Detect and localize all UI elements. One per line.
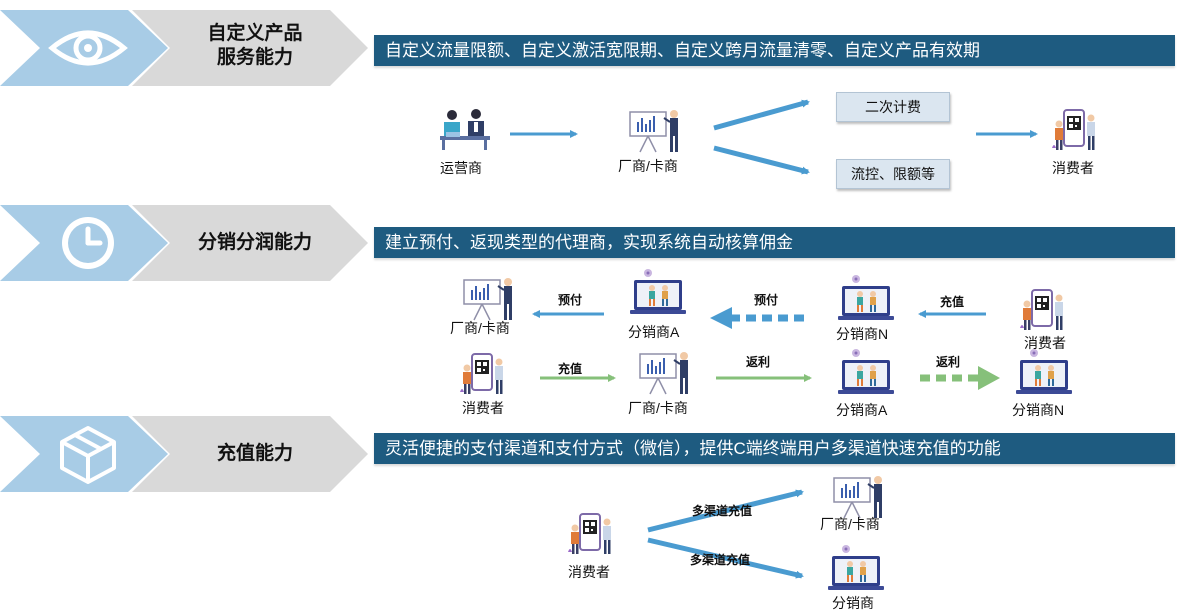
arrow-vendor-to-secondary-billing [713, 99, 810, 131]
eye-icon [48, 30, 128, 66]
distributor-icon [628, 268, 688, 320]
section-title: 自定义产品 服务能力 [170, 22, 340, 70]
node-label-consumer: 消费者 [568, 564, 610, 580]
edge-label-recharge: 充值 [558, 362, 583, 376]
edge-label-rebate: 返利 [936, 355, 961, 369]
node-label-consumer: 消费者 [462, 400, 504, 416]
distributor-icon [836, 348, 896, 400]
chevron-arrow [0, 205, 368, 281]
node-label-consumer: 消费者 [1052, 160, 1094, 176]
consumer-icon [458, 348, 508, 398]
node-label-distributor: 分销商 [832, 595, 874, 611]
node-label-consumer: 消费者 [1024, 335, 1066, 351]
distributor-icon [826, 544, 886, 596]
arrow-vendor-to-flow-control [713, 145, 810, 175]
node-label-vendor: 厂商/卡商 [450, 320, 510, 336]
consumer-icon [1018, 284, 1068, 334]
cube-icon [60, 426, 116, 484]
node-label-distributor-a: 分销商A [628, 324, 680, 340]
section-banner: 灵活便捷的支付渠道和支付方式（微信），提供C端终端用户多渠道快速充值的功能 [374, 433, 1175, 464]
section-title: 分销分润能力 [197, 232, 312, 253]
edge-label-recharge: 充值 [940, 295, 965, 309]
vendor-icon [624, 106, 684, 156]
node-label-distributor-n: 分销商N [1012, 402, 1065, 418]
arrow-rebate-dashed-head [978, 366, 1000, 390]
node-label-distributor-n: 分销商N [836, 326, 889, 342]
section-title: 充值能力 [216, 443, 293, 464]
node-label-vendor: 厂商/卡商 [820, 516, 880, 532]
node-label-vendor: 厂商/卡商 [618, 158, 678, 174]
chevron-arrow [0, 10, 368, 86]
vendor-icon [634, 348, 694, 398]
section-banner: 自定义流量限额、自定义激活宽限期、自定义跨月流量清零、自定义产品有效期 [374, 35, 1175, 66]
clock-icon [62, 217, 114, 269]
arrow-consumer-to-vendor [647, 489, 804, 533]
edge-label-prepay: 预付 [754, 293, 779, 307]
section-title-line2: 服务能力 [216, 47, 293, 68]
node-label-vendor: 厂商/卡商 [628, 400, 688, 416]
distributor-icon [1014, 348, 1074, 400]
chevron-arrow [0, 416, 368, 492]
arrow-prepay-dashed-head [710, 307, 732, 329]
consumer-icon [566, 508, 616, 558]
section-header-recharge: 充值能力 [0, 416, 372, 492]
box-flow-control: 流控、限额等 [836, 159, 950, 189]
edge-label-multi-channel-recharge: 多渠道充值 [692, 504, 753, 518]
section-header-custom-product: 自定义产品 服务能力 [0, 10, 372, 86]
node-label-operator: 运营商 [440, 160, 482, 176]
arrow-consumer-to-distributor [647, 537, 804, 579]
consumer-icon [1050, 104, 1100, 154]
section-header-distribution: 分销分润能力 [0, 205, 372, 281]
edge-label-multi-channel-recharge: 多渠道充值 [690, 553, 751, 567]
section-banner: 建立预付、返现类型的代理商，实现系统自动核算佣金 [374, 227, 1175, 258]
node-label-distributor-a: 分销商A [836, 402, 888, 418]
section-title-line1: 自定义产品 [207, 23, 303, 44]
operator-icon [436, 106, 496, 152]
edge-label-prepay: 预付 [558, 293, 583, 307]
vendor-icon [458, 274, 518, 324]
distributor-icon [836, 274, 896, 326]
edge-label-rebate: 返利 [746, 355, 771, 369]
box-secondary-billing: 二次计费 [836, 92, 950, 122]
